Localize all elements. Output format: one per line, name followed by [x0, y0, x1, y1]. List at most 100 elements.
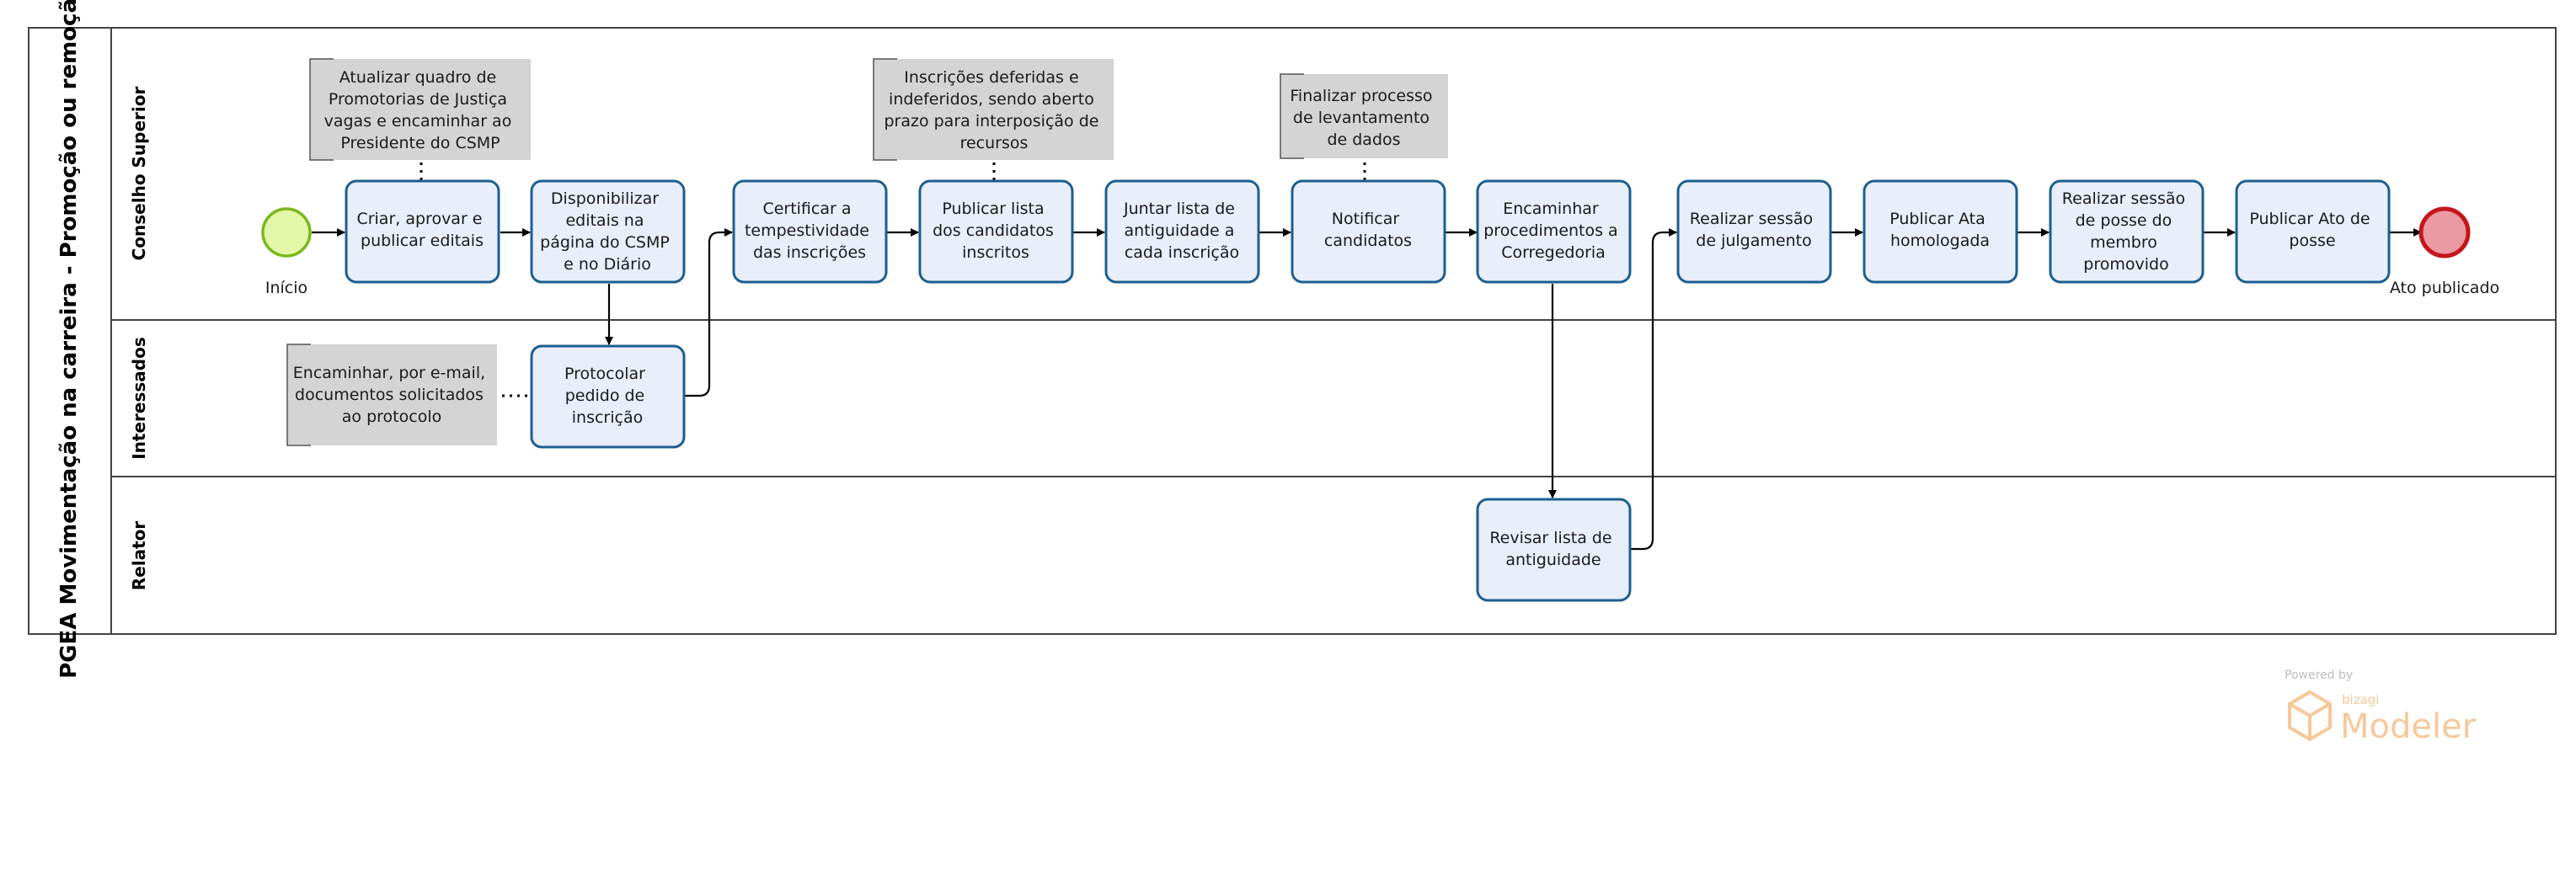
annotation-a1-line: vagas e encaminhar ao	[324, 112, 512, 131]
svg-text:Protocolar pedido de: Protocolar pedido de inscrição	[564, 365, 650, 427]
end-event[interactable]: Ato publicado	[2390, 206, 2499, 297]
task-label-line: Publicar lista	[942, 200, 1044, 218]
task-label-line: Protocolar	[564, 365, 645, 383]
task-label-line: Juntar lista de	[1123, 200, 1235, 218]
annotation-a4: Encaminhar, por e-mail, documentos solic…	[286, 344, 497, 446]
annotation-a4-line: documentos solicitados	[295, 386, 484, 404]
task-label-line: de posse do	[2076, 211, 2172, 230]
task-label-line: dos candidatos	[933, 221, 1054, 240]
task-label-line: candidatos	[1324, 232, 1412, 250]
watermark-powered-text: Powered by	[2285, 669, 2353, 682]
task-label-line: página do CSMP	[540, 233, 670, 252]
annotation-a2: Inscrições deferidas e indeferidos, send…	[873, 58, 1114, 161]
task-label-line: Disponibilizar	[551, 189, 659, 208]
lane-conselho: Conselho Superior	[111, 86, 2556, 321]
task-realizar-sessao-posse[interactable]: Realizar sessão de posse do membro promo…	[2049, 179, 2205, 284]
svg-text:Atualizar quadro de Prom: Atualizar quadro de Promotorias de Justi…	[324, 68, 517, 152]
svg-text:Encaminhar procedimentos: Encaminhar procedimentos a Corregedoria	[1483, 200, 1623, 262]
task-publicar-ato-posse[interactable]: Publicar Ato de posse	[2235, 179, 2391, 284]
annotation-a2-line: indeferidos, sendo aberto	[889, 90, 1094, 109]
annotation-a1-line: Promotorias de Justiça	[329, 90, 507, 109]
task-label-line: antiguidade a	[1125, 221, 1235, 240]
svg-text:Encaminhar, por e-mail,: Encaminhar, por e-mail, documentos solic…	[293, 364, 490, 426]
task-label-line: promovido	[2083, 255, 2168, 274]
task-publicar-ata-homologada[interactable]: Publicar Ata homologada	[1863, 179, 2018, 284]
task-label-line: Publicar Ata	[1889, 210, 1985, 228]
bizagi-watermark: Powered by bizagi Modeler	[2285, 669, 2477, 746]
task-revisar-lista-antiguidade[interactable]: Revisar lista de antiguidade	[1476, 498, 1632, 602]
svg-text:Publicar Ato de posse: Publicar Ato de posse	[2249, 210, 2375, 250]
svg-text:Publicar Ata homologada: Publicar Ata homologada	[1889, 210, 1991, 250]
watermark-product-text: Modeler	[2340, 707, 2477, 746]
task-criar-aprovar-publicar-editais[interactable]: Criar, aprovar e publicar editais	[345, 179, 500, 284]
task-notificar-candidatos[interactable]: Notificar candidatos	[1291, 179, 1446, 284]
start-event-label: Início	[265, 279, 307, 297]
svg-text:Publicar lista dos candi: Publicar lista dos candidatos inscritos	[933, 200, 1059, 262]
annotation-a1: Atualizar quadro de Promotorias de Justi…	[309, 58, 531, 161]
task-label-line: antiguidade	[1505, 551, 1601, 569]
annotation-a3-line: de levantamento	[1293, 109, 1430, 127]
annotation-a3-line: Finalizar processo	[1290, 87, 1432, 105]
task-label-line: editais na	[565, 211, 644, 230]
annotation-a4-line: ao protocolo	[342, 408, 441, 426]
task-label-line: Realizar sessão	[2062, 189, 2185, 208]
svg-text:Revisar lista de antigui: Revisar lista de antiguidade	[1489, 529, 1617, 569]
task-label-line: homologada	[1890, 232, 1990, 250]
annotation-a3: Finalizar processo de levantamento de da…	[1280, 73, 1448, 159]
annotation-a1-line: Presidente do CSMP	[340, 134, 500, 152]
annotation-a2-line: Inscrições deferidas e	[904, 68, 1078, 87]
flow-t12-t3	[684, 228, 733, 397]
annotation-a3-line: de dados	[1327, 131, 1400, 149]
svg-text:Juntar lista de antiguid: Juntar lista de antiguidade a cada inscr…	[1123, 200, 1240, 262]
svg-text:Criar, aprovar e publica: Criar, aprovar e publicar editais	[356, 210, 487, 250]
svg-text:Inscrições deferidas e i: Inscrições deferidas e indeferidos, send…	[884, 68, 1104, 152]
annotation-a4-line: Encaminhar, por e-mail,	[293, 364, 485, 382]
task-label-line: Realizar sessão	[1690, 210, 1813, 228]
sequence-flows	[312, 228, 2422, 551]
flow-t13-t8	[1630, 228, 1677, 551]
task-label-line: publicar editais	[361, 232, 484, 250]
svg-text:Disponibilizar editais n: Disponibilizar editais na página do CSMP…	[540, 189, 675, 274]
task-label-line: inscritos	[962, 243, 1029, 262]
task-label-line: e no Diário	[564, 255, 651, 274]
associations	[420, 163, 1366, 397]
task-encaminhar-procedimentos[interactable]: Encaminhar procedimentos a Corregedoria	[1476, 179, 1632, 284]
lane-relator: Relator	[129, 521, 149, 591]
pool-title: PGEA Movimentação na carreira - Promoção…	[56, 0, 82, 679]
task-certificar-tempestividade[interactable]: Certificar a tempestividade das inscriçõ…	[732, 179, 888, 284]
svg-text:Certificar a tempestivid: Certificar a tempestividade das inscriçõ…	[745, 200, 874, 262]
task-label-line: pedido de	[565, 386, 645, 405]
start-event[interactable]: Início	[261, 207, 312, 297]
annotation-a2-line: recursos	[960, 134, 1029, 152]
task-label-line: tempestividade	[745, 221, 869, 240]
watermark-brand-text: bizagi	[2342, 692, 2379, 707]
task-label-line: cada inscrição	[1125, 243, 1239, 262]
task-label-line: Publicar Ato de	[2249, 210, 2370, 228]
task-label-line: de julgamento	[1696, 232, 1811, 250]
task-realizar-sessao-julgamento[interactable]: Realizar sessão de julgamento	[1676, 179, 1832, 284]
task-juntar-lista-antiguidade[interactable]: Juntar lista de antiguidade a cada inscr…	[1104, 179, 1260, 284]
svg-text:Notificar candidatos: Notificar candidatos	[1324, 210, 1412, 250]
svg-text:Finalizar processo de le: Finalizar processo de levantamento de da…	[1290, 87, 1437, 149]
task-label-line: das inscrições	[753, 243, 866, 262]
task-label-line: Encaminhar	[1503, 200, 1599, 218]
task-label-line: Revisar lista de	[1489, 529, 1611, 547]
end-event-label: Ato publicado	[2390, 279, 2499, 297]
task-publicar-lista-candidatos[interactable]: Publicar lista dos candidatos inscritos	[918, 179, 1074, 284]
annotation-a2-line: prazo para interposição de	[884, 112, 1098, 131]
lane-title-interessados: Interessados	[129, 337, 149, 460]
task-label-line: Certificar a	[762, 200, 851, 218]
lane-interessados: Interessados	[111, 337, 2556, 477]
task-label-line: Notificar	[1332, 210, 1400, 228]
svg-text:Realizar sessão de julga: Realizar sessão de julgamento	[1690, 210, 1818, 250]
task-disponibilizar-editais[interactable]: Disponibilizar editais na página do CSMP…	[530, 179, 686, 284]
task-label-line: Criar, aprovar e	[356, 210, 482, 228]
task-label-line: Corregedoria	[1501, 243, 1606, 262]
task-label-line: posse	[2289, 232, 2335, 250]
annotation-a1-line: Atualizar quadro de	[339, 68, 496, 87]
task-label-line: inscrição	[572, 408, 643, 427]
lane-title-relator: Relator	[129, 521, 149, 591]
bizagi-cube-icon	[2288, 690, 2332, 742]
task-protocolar-pedido[interactable]: Protocolar pedido de inscrição	[530, 344, 686, 449]
